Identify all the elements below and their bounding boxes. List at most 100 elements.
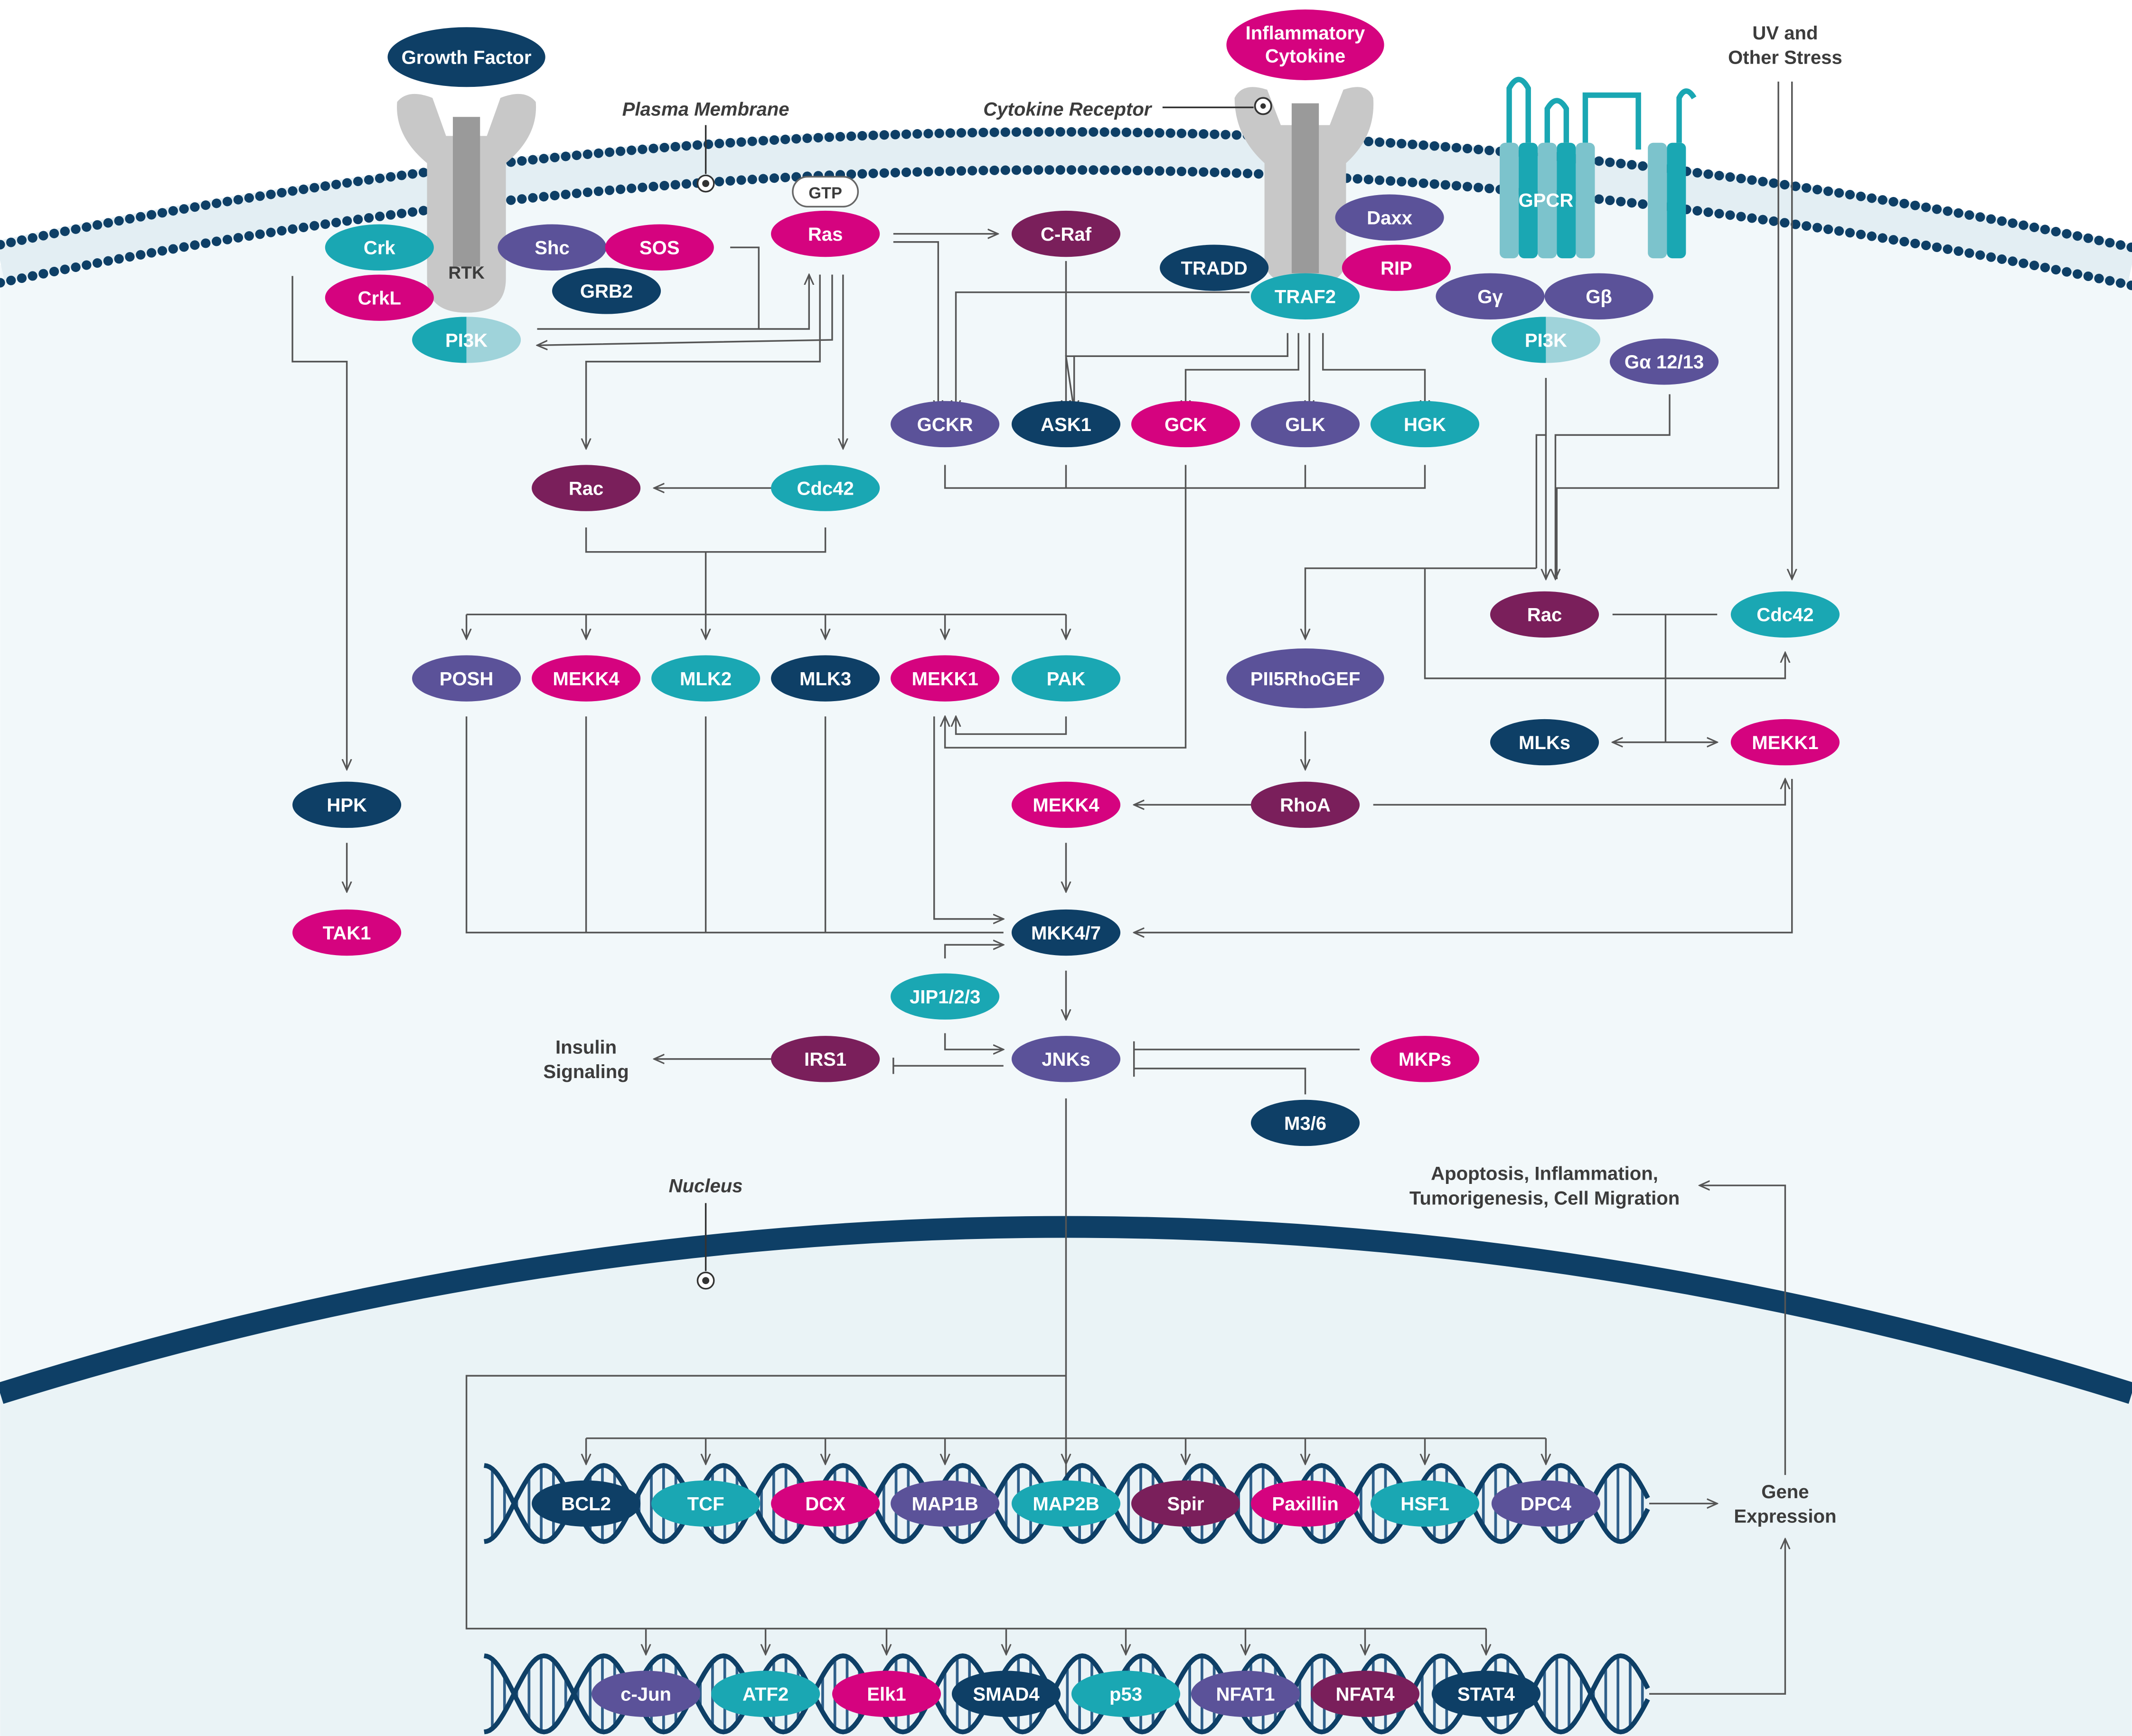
mkps-label: MKPs	[1399, 1049, 1451, 1070]
ras-label: Ras	[808, 224, 843, 245]
mekk1-right-node: MEKK1	[1730, 719, 1840, 766]
dna-gene-map2b: MAP2B	[1011, 1480, 1121, 1527]
pii5rhogef-label: PII5RhoGEF	[1250, 668, 1361, 689]
traf2-label: TRAF2	[1275, 287, 1336, 308]
dna-strands: BCL2 TCF DCX MAP1B MAP2B Spir Paxillin HSF1 DPC4…	[484, 1463, 1650, 1735]
svg-text:DCX: DCX	[805, 1494, 845, 1515]
insulin-label-2: Signaling	[543, 1061, 629, 1082]
hgk-node: HGK	[1370, 401, 1480, 448]
nodes: Growth FactorInflammatoryCytokineCrkCrkL…	[292, 9, 1840, 1146]
svg-text:p53: p53	[1109, 1684, 1142, 1705]
rhoa-node: RhoA	[1250, 781, 1360, 828]
mlk2-label: MLK2	[680, 668, 732, 689]
jip-label: JIP1/2/3	[910, 986, 980, 1007]
craf-label: C-Raf	[1041, 224, 1092, 245]
mkps-node: MKPs	[1370, 1036, 1480, 1082]
uv-stress-label-1: UV and	[1752, 23, 1818, 44]
g-gamma-label: Gγ	[1477, 287, 1503, 308]
glk-node: GLK	[1250, 401, 1360, 448]
hpk-label: HPK	[327, 795, 367, 816]
annotations: Plasma Membrane Cytokine Receptor Nucleu…	[543, 23, 1842, 1527]
shc-node: Shc	[498, 224, 607, 271]
svg-text:STAT4: STAT4	[1457, 1684, 1515, 1705]
gpcr-label: GPCR	[1519, 190, 1574, 211]
grb2-label: GRB2	[580, 281, 633, 302]
inflammatory-cytokine-label-2: Cytokine	[1265, 46, 1345, 67]
posh-node: POSH	[412, 655, 521, 702]
plasma-membrane	[0, 127, 2132, 291]
cdc42-right-label: Cdc42	[1756, 605, 1813, 626]
mlks-node: MLKs	[1490, 719, 1599, 766]
rhoa-label: RhoA	[1280, 795, 1331, 816]
location-pins	[696, 106, 1254, 1290]
insulin-label-1: Insulin	[555, 1037, 617, 1058]
gtp-bubble: GTP	[792, 176, 859, 208]
gene-expression-label-2: Expression	[1734, 1506, 1836, 1527]
rac-left-label: Rac	[569, 478, 604, 499]
gckr-label: GCKR	[917, 414, 973, 435]
dna-gene-tcf: TCF	[651, 1480, 761, 1527]
crkl-node: CrkL	[325, 274, 434, 321]
plasma-membrane-label: Plasma Membrane	[622, 99, 789, 120]
gpcr-receptor: GPCR	[1500, 77, 1697, 259]
sos-node: SOS	[605, 224, 714, 271]
mekk1-mid-node: MEKK1	[891, 655, 1000, 702]
grb2-node: GRB2	[552, 268, 661, 314]
svg-text:HSF1: HSF1	[1400, 1494, 1449, 1515]
ras-node: Ras	[771, 210, 880, 257]
dna-gene-spir: Spir	[1131, 1480, 1240, 1527]
dna-gene-dpc4: DPC4	[1491, 1480, 1600, 1527]
rac-right-node: Rac	[1490, 591, 1599, 638]
rac-right-label: Rac	[1527, 605, 1562, 626]
irs1-label: IRS1	[804, 1049, 846, 1070]
cytokine-receptor	[1234, 87, 1374, 286]
pak-node: PAK	[1011, 655, 1121, 702]
dna-gene-cjun: c-Jun	[592, 1670, 701, 1717]
dna-gene-atf2: ATF2	[711, 1670, 820, 1717]
nucleus-label: Nucleus	[669, 1176, 743, 1197]
g-alpha-label: Gα 12/13	[1625, 352, 1704, 373]
dna-gene-elk1: Elk1	[832, 1670, 941, 1717]
g-alpha-node: Gα 12/13	[1609, 338, 1719, 385]
dna-gene-map1b: MAP1B	[891, 1480, 1000, 1527]
crk-node: Crk	[325, 224, 434, 271]
mekk4-mid-label: MEKK4	[1033, 795, 1099, 816]
traf2-node: TRAF2	[1250, 273, 1360, 319]
shc-label: Shc	[535, 238, 570, 259]
mlks-label: MLKs	[1519, 732, 1570, 753]
tradd-node: TRADD	[1160, 244, 1269, 291]
cdc42-left-label: Cdc42	[797, 478, 854, 499]
jip-node: JIP1/2/3	[891, 973, 1000, 1020]
g-gamma-node: Gγ	[1436, 273, 1545, 319]
svg-text:NFAT1: NFAT1	[1216, 1684, 1275, 1705]
svg-text:MAP2B: MAP2B	[1033, 1494, 1099, 1515]
svg-text:TCF: TCF	[687, 1494, 724, 1515]
svg-text:Paxillin: Paxillin	[1272, 1494, 1338, 1515]
pi3k-right-node: PI3K	[1491, 317, 1600, 363]
dna-gene-bcl2: BCL2	[532, 1480, 641, 1527]
dna-gene-paxillin: Paxillin	[1250, 1480, 1360, 1527]
posh-label: POSH	[440, 668, 494, 689]
rip-label: RIP	[1381, 258, 1412, 279]
cdc42-left-node: Cdc42	[771, 465, 880, 511]
growth-factor-node: Growth Factor	[387, 27, 545, 87]
outcome-label-1: Apoptosis, Inflammation,	[1431, 1164, 1658, 1184]
daxx-node: Daxx	[1335, 194, 1444, 241]
svg-text:BCL2: BCL2	[561, 1494, 611, 1515]
svg-text:DPC4: DPC4	[1521, 1494, 1572, 1515]
mekk1-mid-label: MEKK1	[911, 668, 978, 689]
m36-node: M3/6	[1250, 1099, 1360, 1146]
cytokine-receptor-label: Cytokine Receptor	[983, 99, 1153, 120]
craf-node: C-Raf	[1011, 210, 1121, 257]
daxx-label: Daxx	[1367, 208, 1412, 229]
gene-expression-label-1: Gene	[1761, 1482, 1809, 1502]
tak1-node: TAK1	[292, 909, 402, 956]
jnks-node: JNKs	[1011, 1036, 1121, 1082]
rtk-receptor: RTK	[397, 94, 536, 313]
hgk-label: HGK	[1404, 414, 1446, 435]
mkk47-label: MKK4/7	[1031, 923, 1101, 944]
svg-text:SMAD4: SMAD4	[973, 1684, 1040, 1705]
hpk-node: HPK	[292, 781, 402, 828]
